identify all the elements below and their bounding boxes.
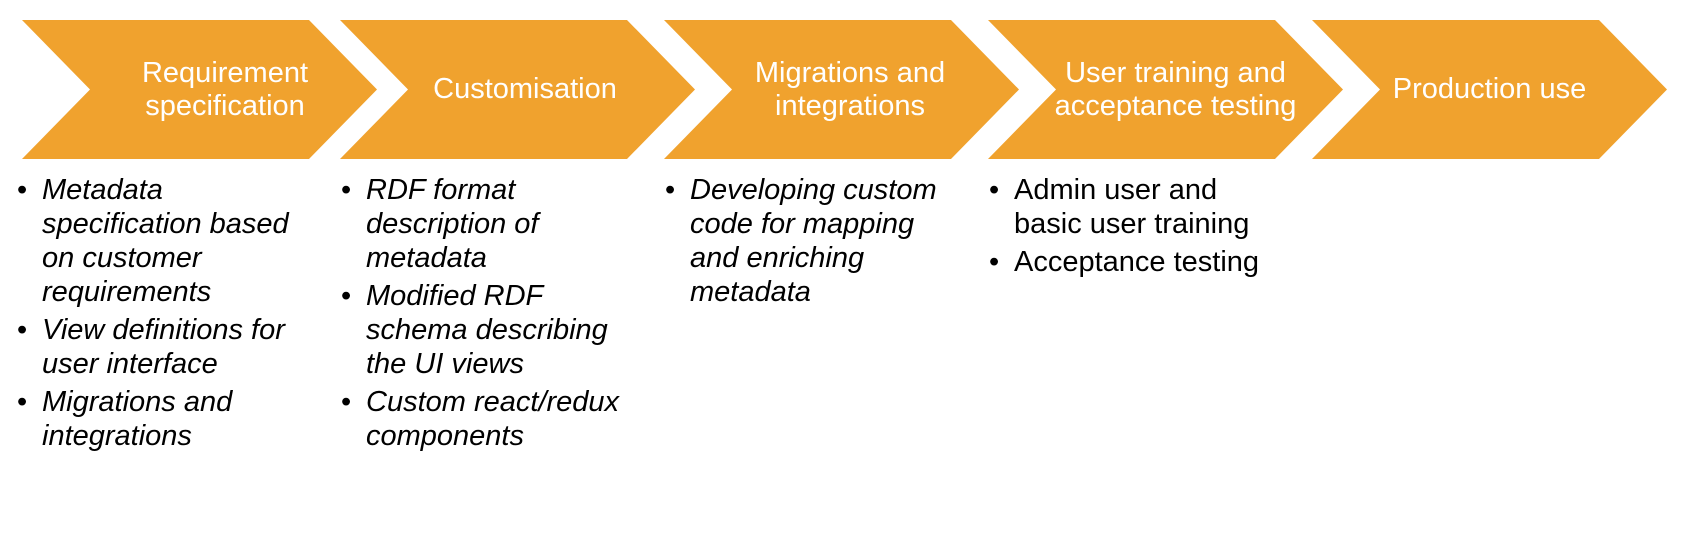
chevron-arrow-shape — [988, 20, 1343, 159]
bullet-icon: • — [17, 386, 28, 418]
detail-item: •Metadata specification based on custome… — [17, 174, 289, 308]
stage-customisation-chevron: Customisation — [340, 20, 695, 159]
stage-customisation-details: •RDF format description of metadata •Mod… — [339, 173, 649, 457]
stage-label: User training and acceptance testing — [1054, 56, 1297, 122]
bullet-icon: • — [665, 174, 676, 206]
chevron-arrow-shape — [340, 20, 695, 159]
stage-requirement-specification-chevron: Requirement specification — [22, 20, 377, 159]
detail-item: •Admin user and basic user training — [989, 174, 1250, 240]
stage-user-training-details: •Admin user and basic user training •Acc… — [987, 173, 1262, 283]
stage-user-training-chevron: User training and acceptance testing — [988, 20, 1343, 159]
detail-item: •Migrations and integrations — [17, 386, 233, 452]
bullet-icon: • — [17, 174, 28, 206]
bullet-icon: • — [341, 280, 352, 312]
stage-label: Requirement specification — [141, 56, 309, 122]
detail-item: •Modified RDF schema describing the UI v… — [341, 280, 608, 380]
bullet-icon: • — [989, 246, 1000, 278]
chevron-arrow-shape — [1312, 20, 1667, 159]
detail-item: •Custom react/redux components — [341, 386, 620, 452]
detail-item: •View definitions for user interface — [17, 314, 285, 380]
bullet-icon: • — [341, 386, 352, 418]
stage-label: Production use — [1392, 73, 1587, 105]
bullet-icon: • — [17, 314, 28, 346]
bullet-icon: • — [989, 174, 1000, 206]
detail-item: •RDF format description of metadata — [341, 174, 539, 274]
stage-migrations-integrations-details: •Developing custom code for mapping and … — [663, 173, 938, 313]
stage-production-use-chevron: Production use — [1312, 20, 1667, 159]
chevron-arrow-shape — [22, 20, 377, 159]
stage-label: Migrations and integrations — [754, 56, 946, 122]
stage-requirement-specification-details: •Metadata specification based on custome… — [15, 173, 325, 457]
chevron-arrow-shape — [664, 20, 1019, 159]
bullet-icon: • — [341, 174, 352, 206]
detail-item: •Developing custom code for mapping and … — [665, 174, 937, 308]
stage-label: Customisation — [433, 73, 617, 105]
stage-migrations-integrations-chevron: Migrations and integrations — [664, 20, 1019, 159]
detail-item: •Acceptance testing — [989, 246, 1260, 278]
